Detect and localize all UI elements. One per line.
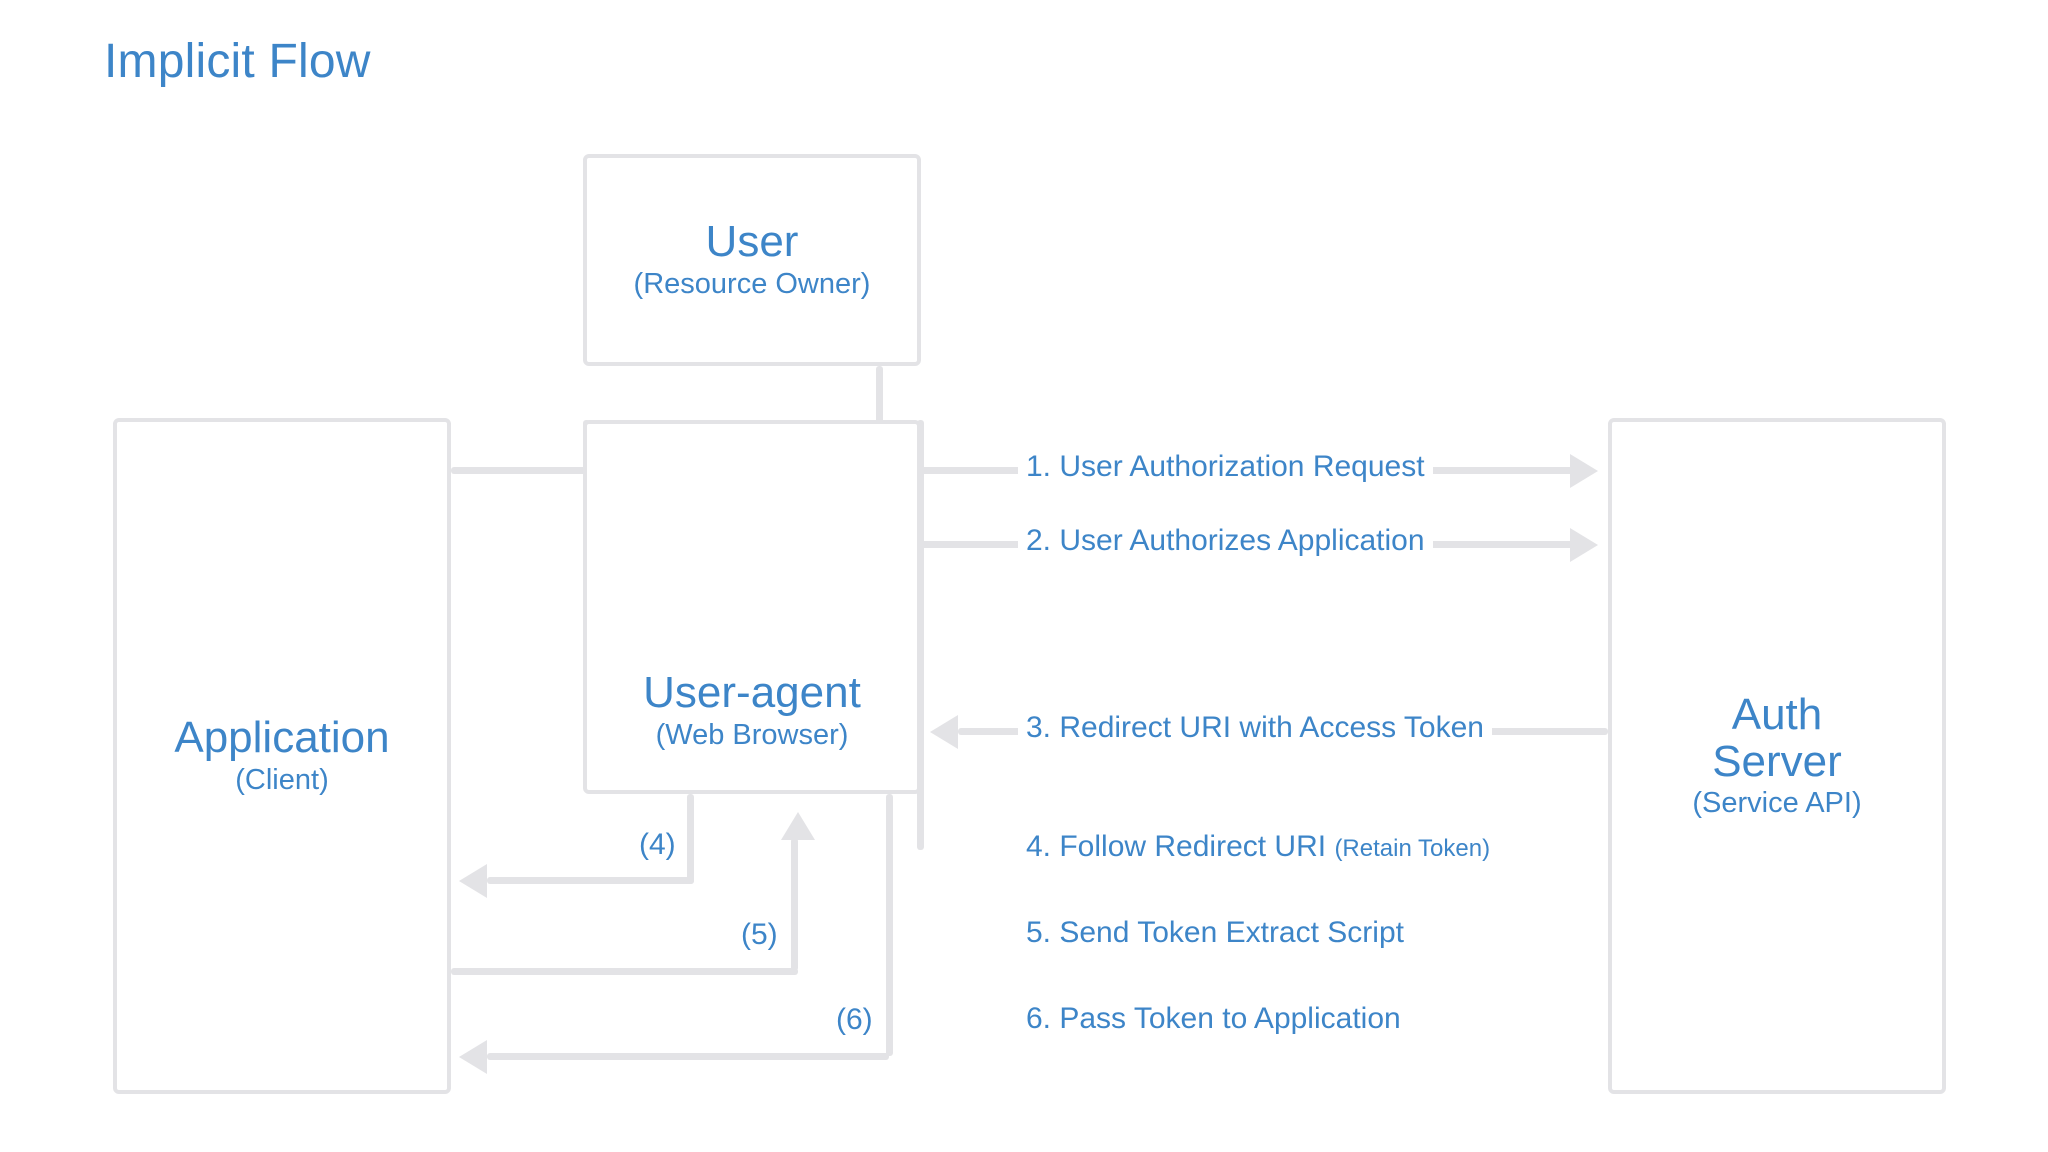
connector-user-stem [876, 366, 883, 462]
connector-step-6-vert [886, 794, 893, 1056]
flow-marker-4: (4) [633, 828, 682, 862]
arrow-step-4 [459, 864, 487, 898]
node-user-agent-subtitle: (Web Browser) [655, 719, 849, 751]
arrow-step-6 [459, 1040, 487, 1074]
connector-step-5-line [451, 968, 798, 975]
node-application-subtitle: (Client) [235, 763, 329, 796]
step-label-3: 3. Redirect URI with Access Token [1018, 711, 1492, 745]
connector-step-6-line [487, 1053, 889, 1060]
arrow-step-3 [930, 715, 958, 749]
node-user-title: User [705, 217, 799, 267]
node-user-agent-title: User-agent [643, 668, 861, 718]
step-label-5: 5. Send Token Extract Script [1018, 916, 1412, 950]
node-application[interactable]: Application (Client) [113, 418, 451, 1094]
arrow-step-1 [1570, 454, 1598, 488]
arrow-step-2 [1570, 528, 1598, 562]
node-auth-server-subtitle: (Service API) [1692, 787, 1862, 820]
flow-marker-6: (6) [830, 1003, 879, 1037]
node-user-subtitle: (Resource Owner) [633, 267, 871, 300]
step-label-4-main: 4. Follow Redirect URI [1026, 830, 1335, 863]
connector-step-4-line [487, 877, 694, 884]
step-label-4-detail: (Retain Token) [1334, 835, 1491, 862]
flow-marker-5: (5) [735, 918, 784, 952]
node-auth-server-title: Auth Server [1712, 689, 1842, 786]
step-label-6: 6. Pass Token to Application [1018, 1002, 1409, 1036]
connector-step-4-vert [687, 794, 694, 884]
step-label-1: 1. User Authorization Request [1018, 450, 1433, 484]
step-label-2: 2. User Authorizes Application [1018, 524, 1433, 558]
arrow-step-5 [781, 812, 815, 840]
node-application-title: Application [174, 713, 390, 763]
page-title: Implicit Flow [104, 35, 371, 88]
step-label-4: 4. Follow Redirect URI (Retain Token) [1018, 830, 1499, 864]
node-user[interactable]: User (Resource Owner) [583, 154, 921, 366]
node-auth-server[interactable]: Auth Server (Service API) [1608, 418, 1946, 1094]
connector-step-5-vert [791, 838, 798, 971]
node-user-agent[interactable]: User-agent (Web Browser) [583, 420, 921, 794]
